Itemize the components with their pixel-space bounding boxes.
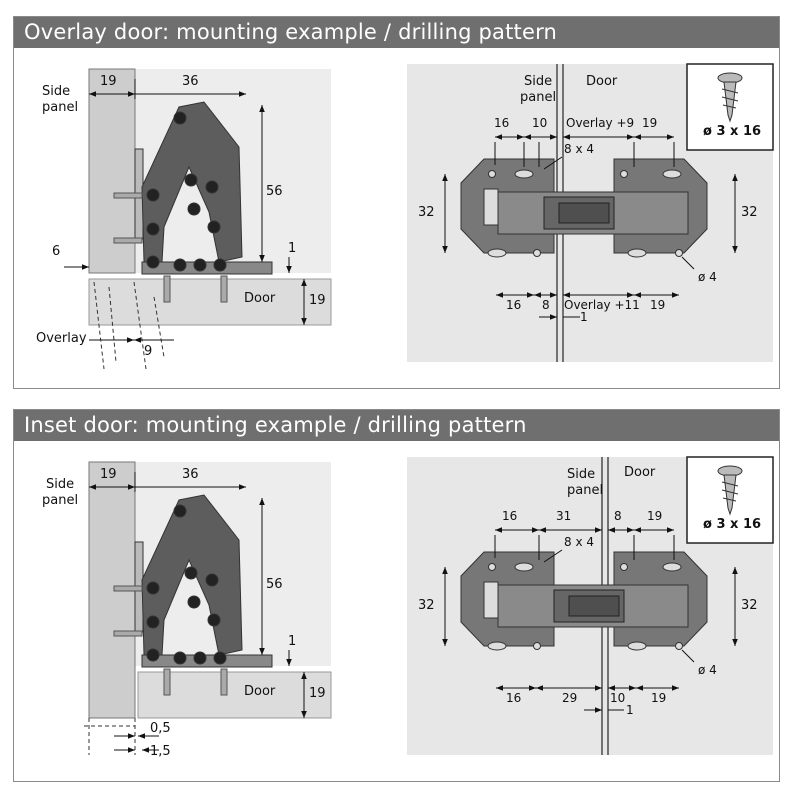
bottom-dim-3: 10	[610, 691, 625, 705]
side-panel-label: Side	[46, 477, 74, 492]
dim-bottom-b: 1,5	[150, 744, 171, 759]
drilling-pattern: Side panel Door 16 31 8 19 8 x 4 32 32 ø…	[407, 456, 774, 755]
drilling-pattern: Side panel Door 16 10 Overlay +9 19 8 x …	[407, 63, 774, 362]
bottom-dim-1: 16	[506, 691, 521, 705]
hinge-body	[497, 191, 689, 235]
inset-section: Inset door: mounting example / drilling …	[13, 409, 780, 782]
overlay-label: Overlay	[36, 331, 87, 346]
hole-label: ø 4	[698, 270, 717, 284]
left-height: 32	[418, 598, 435, 613]
top-dim-4: 19	[647, 509, 662, 523]
bottom-dim-4: 19	[650, 298, 665, 312]
pattern-side-panel-label-2: panel	[567, 483, 603, 498]
right-height: 32	[741, 598, 758, 613]
dim-top-b: 36	[182, 467, 199, 482]
dim-gap: 1	[288, 634, 296, 649]
pattern-door-label: Door	[586, 74, 618, 89]
side-panel-label-2: panel	[42, 100, 78, 115]
bottom-dim-2: 8	[542, 298, 550, 312]
dim-top-a: 19	[100, 74, 117, 89]
dim-door: 19	[309, 293, 326, 308]
screw-label: ø 3 x 16	[703, 124, 761, 139]
top-dim-1: 16	[494, 116, 509, 130]
dim-gap: 1	[288, 241, 296, 256]
screw-icon	[717, 72, 743, 123]
inset-diagrams: Side panel 19 36 56 1 19 Door 0,5 1,5	[42, 456, 774, 759]
hole-label: ø 4	[698, 663, 717, 677]
side-panel-label: Side	[42, 84, 70, 99]
side-panel-label-2: panel	[42, 493, 78, 508]
dim-height: 56	[266, 184, 283, 199]
dim-height: 56	[266, 577, 283, 592]
hinge-body	[497, 584, 689, 628]
dim-left: 6	[52, 244, 60, 259]
pattern-door-label: Door	[624, 465, 656, 480]
screw-box: ø 3 x 16	[686, 63, 774, 151]
bottom-dim-4: 19	[651, 691, 666, 705]
door-panel	[88, 278, 332, 326]
top-dim-3: Overlay +9	[566, 116, 634, 130]
pattern-side-panel-label: Side	[567, 467, 595, 482]
gap-dim: 1	[626, 703, 634, 717]
dim-top-a: 19	[100, 467, 117, 482]
overlay-section: Overlay door: mounting example / drillin…	[13, 16, 780, 389]
overlay-diagrams: Side panel 19 36 56 6 1 19 Door Overlay …	[36, 63, 774, 370]
screw-box: ø 3 x 16	[686, 456, 774, 544]
section-title: Overlay door: mounting example / drillin…	[14, 17, 779, 48]
bottom-dim-1: 16	[506, 298, 521, 312]
screw-icon	[717, 465, 743, 516]
slot-label: 8 x 4	[564, 142, 594, 156]
right-height: 32	[741, 205, 758, 220]
top-dim-1: 16	[502, 509, 517, 523]
top-dim-2: 31	[556, 509, 571, 523]
screw-label: ø 3 x 16	[703, 517, 761, 532]
hinge-icon	[113, 494, 273, 696]
hinge-icon	[113, 101, 273, 303]
pattern-side-panel-label: Side	[524, 74, 552, 89]
top-dim-3: 8	[614, 509, 622, 523]
door-label: Door	[244, 684, 276, 699]
mounting-example: Side panel 19 36 56 1 19 Door 0,5 1,5	[42, 461, 332, 759]
bottom-dim-2: 29	[562, 691, 577, 705]
top-dim-4: 19	[642, 116, 657, 130]
section-title: Inset door: mounting example / drilling …	[14, 410, 779, 441]
mounting-example: Side panel 19 36 56 6 1 19 Door Overlay …	[36, 68, 332, 370]
left-height: 32	[418, 205, 435, 220]
slot-label: 8 x 4	[564, 535, 594, 549]
dim-bottom: 9	[144, 344, 152, 359]
top-dim-2: 10	[532, 116, 547, 130]
dim-door: 19	[309, 686, 326, 701]
pattern-side-panel-label-2: panel	[520, 90, 556, 105]
dim-bottom-a: 0,5	[150, 721, 171, 736]
door-label: Door	[244, 291, 276, 306]
dim-top-b: 36	[182, 74, 199, 89]
bottom-dim-3: Overlay +11	[564, 298, 640, 312]
gap-dim: 1	[580, 310, 588, 324]
